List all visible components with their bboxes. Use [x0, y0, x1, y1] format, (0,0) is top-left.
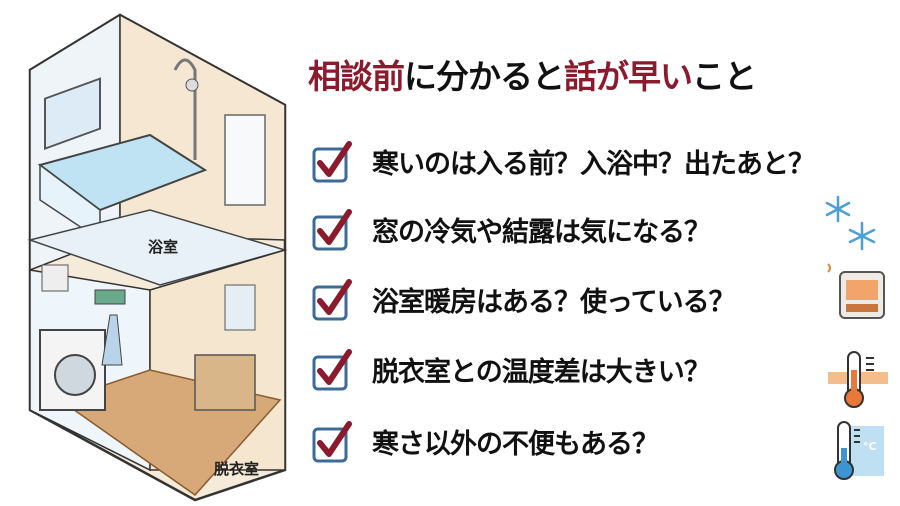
- title-part: 話が早い: [564, 57, 693, 96]
- checkbox-checked-icon: [312, 141, 352, 183]
- checklist-item: 寒さ以外の不便もある？: [312, 418, 659, 464]
- checkbox-checked-icon: [312, 349, 352, 391]
- thermometer-cold-icon: °C: [830, 418, 890, 482]
- title-part: に分かると: [404, 57, 565, 96]
- bathroom-cutaway-illustration: [27, 13, 288, 502]
- checklist-item: 窓の冷気や結露は気になる？: [312, 206, 711, 252]
- thermometer-warm-icon: [828, 351, 888, 408]
- checkbox-checked-icon: [312, 421, 352, 463]
- checklist-item-text: 浴室暖房はある？使っている？: [372, 286, 736, 318]
- checklist-item-text: 寒いのは入る前？入浴中？出たあと？: [372, 148, 815, 180]
- heater-icon: [827, 263, 885, 319]
- checkbox-checked-icon: [312, 279, 352, 321]
- checkbox-checked-icon: [312, 209, 352, 251]
- bathroom-label: 浴室: [148, 238, 179, 256]
- checklist-item: 浴室暖房はある？使っている？: [312, 276, 736, 322]
- title-part: 相談前: [308, 57, 405, 96]
- snowflake-icon: [825, 195, 876, 251]
- dressing-room-label: 脱衣室: [214, 460, 260, 478]
- checklist-item-text: 寒さ以外の不便もある？: [372, 428, 659, 460]
- checklist-item: 脱衣室との温度差は大きい？: [312, 346, 711, 392]
- celsius-label: °C: [863, 440, 877, 453]
- checklist-item-text: 窓の冷気や結露は気になる？: [372, 216, 711, 248]
- checklist-item-text: 脱衣室との温度差は大きい？: [372, 356, 711, 388]
- checklist-item: 寒いのは入る前？入浴中？出たあと？: [312, 138, 815, 184]
- title-part: こと: [692, 57, 757, 96]
- page-title: 相談前に分かると話が早いこと: [308, 50, 888, 98]
